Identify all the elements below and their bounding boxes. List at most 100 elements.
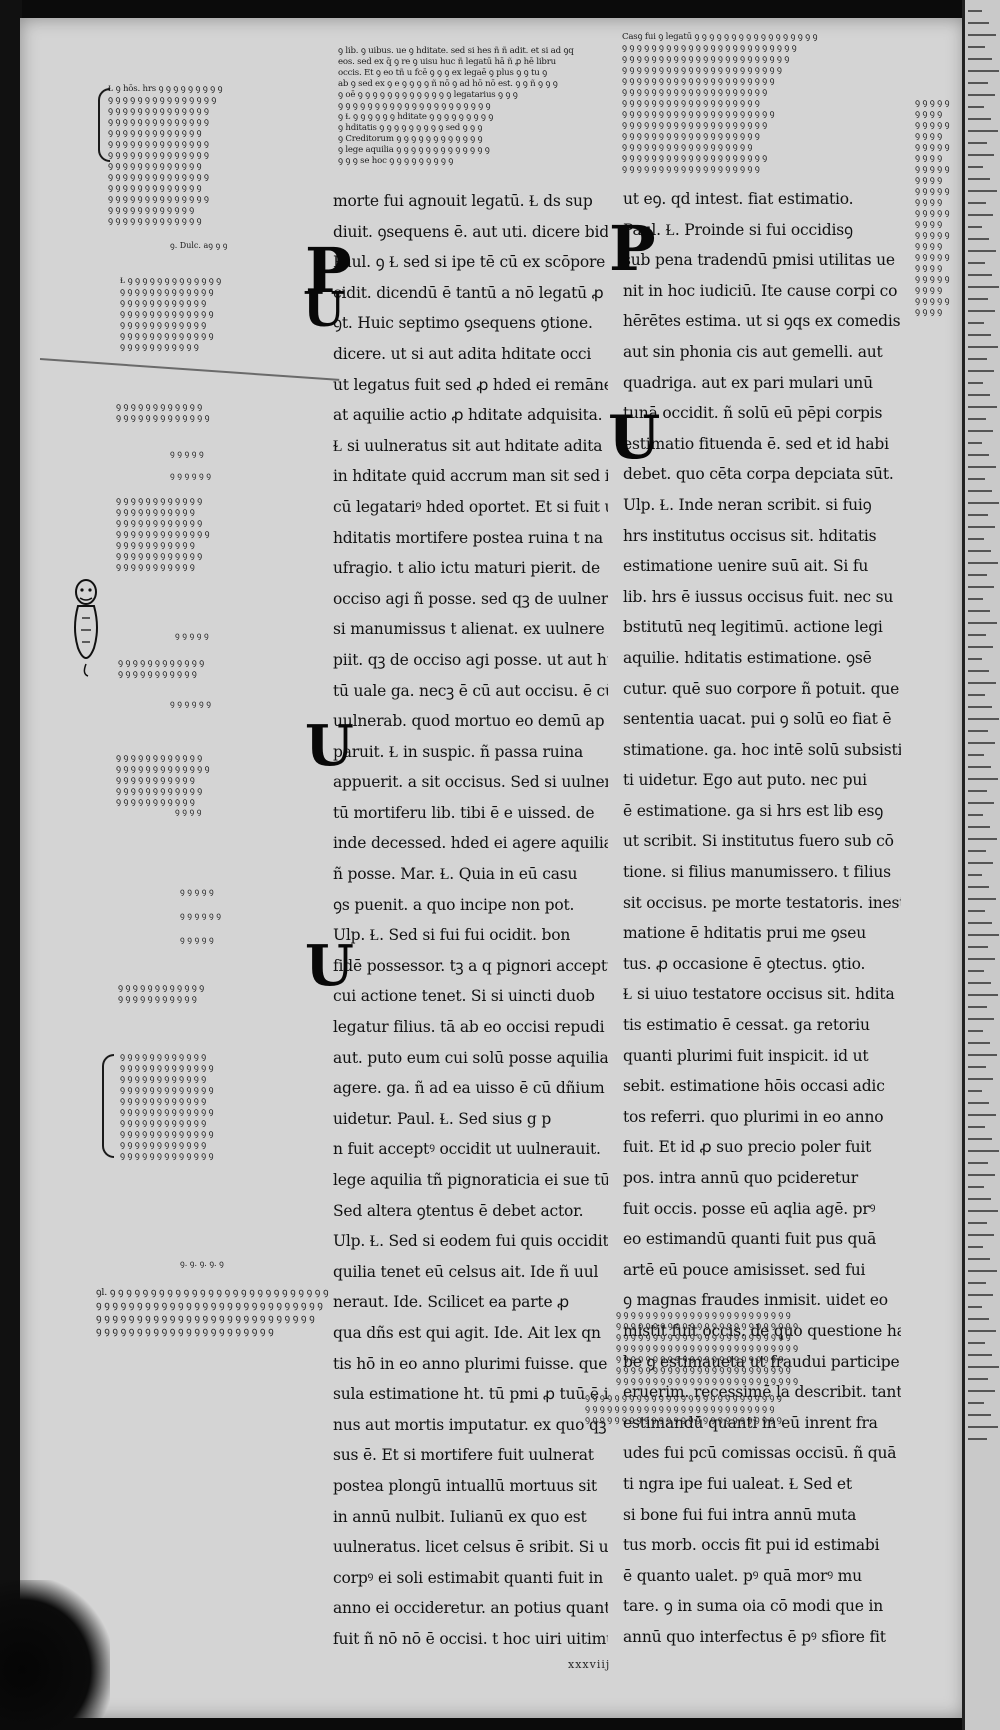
text-line: ꝯ ꝯ ꝯ ꝯ ꝯ ꝯ ꝯ ꝯ ꝯ ꝯ ꝯ ꝯ <box>120 1118 206 1128</box>
gloss-bracket <box>98 88 110 162</box>
text-line: ꝯ ꝯ ꝯ ꝯ ꝯ ꝯ ꝯ ꝯ ꝯ ꝯ ꝯ ꝯ ꝯ <box>120 1063 214 1073</box>
text-line: agere. ga. ñ ad ea uisso ē cū dñium <box>333 1079 605 1098</box>
facing-page-line <box>968 1318 989 1320</box>
decorated-initial: U <box>608 403 661 473</box>
facing-page-line <box>968 586 994 588</box>
facing-page-line <box>968 742 995 744</box>
gloss-top-right: Casꝯ fui ꝯ legatū ꝯ ꝯ ꝯ ꝯ ꝯ ꝯ ꝯ ꝯ ꝯ ꝯ ꝯ … <box>622 32 965 175</box>
facing-page-line <box>968 574 987 576</box>
text-line: ꝯ ꝯ ꝯ ꝯ ꝯ ꝯ ꝯ ꝯ ꝯ ꝯ ꝯ ꝯ <box>108 205 194 215</box>
text-line: hērētes estima. ut si ꝯqs ex comedis <box>623 312 901 331</box>
text-line: ꝯ ꝯ ꝯ ꝯ ꝯ ꝯ ꝯ ꝯ ꝯ ꝯ ꝯ ꝯ ꝯ <box>120 1151 214 1161</box>
facing-page-line <box>968 166 983 168</box>
text-line: ꝯ ꝯ ꝯ ꝯ <box>915 131 942 141</box>
text-line: ꝯ ꝯ ꝯ ꝯ ꝯ <box>915 252 950 262</box>
text-line: ꝯ ꝯ ꝯ ꝯ ꝯ ꝯ ꝯ ꝯ ꝯ ꝯ ꝯ ꝯ ꝯ <box>108 161 202 171</box>
text-line: ꝯ ꝯ ꝯ ꝯ <box>915 241 942 251</box>
facing-page-line <box>968 1222 987 1224</box>
text-line: quilia tenet eū celsus ait. Ide ñ uul <box>333 1262 599 1281</box>
text-line: diuit. ꝯsequens ē. aut uti. dicere bidi <box>333 222 608 241</box>
text-line: cui actione tenet. Si si uincti duob <box>333 987 595 1006</box>
text-line: Ulp. Ɫ. Inde neran scribit. si fuiꝯ <box>623 495 872 514</box>
text-line: tū uale ga. necꝫ ē cū aut occisu. ē cū <box>333 681 608 700</box>
facing-page-line <box>968 1150 999 1152</box>
text-line: sub pena tradendū pmisi utilitas ue <box>623 251 895 270</box>
facing-page-line <box>968 238 989 240</box>
text-line: tū mortiferu lib. tibi ē e uissed. de <box>333 803 595 822</box>
text-line: ꝯ ꝯ ꝯ ꝯ ꝯ ꝯ ꝯ ꝯ ꝯ ꝯ ꝯ ꝯ ꝯ ꝯ ꝯ ꝯ ꝯ ꝯ ꝯ ꝯ … <box>616 1343 798 1353</box>
text-line: ꝯ ꝯ ꝯ ꝯ ꝯ ꝯ ꝯ ꝯ ꝯ ꝯ ꝯ ꝯ <box>120 298 206 308</box>
facing-page-line <box>968 706 992 708</box>
text-line: ꝯ ꝯ ꝯ ꝯ ꝯ ꝯ ꝯ ꝯ ꝯ ꝯ ꝯ ꝯ <box>116 753 202 763</box>
facing-page-line <box>968 658 982 660</box>
text-line: ꝯ ꝯ ꝯ ꝯ ꝯ <box>915 186 950 196</box>
margin-reference: ꝯ ꝯ ꝯ ꝯ ꝯ ꝯ <box>180 911 221 920</box>
text-line: bstitutū neq legitimū. actione legi <box>623 618 883 637</box>
text-line: Paul. ꝯ Ɫ sed si ipe tē cū ex scōpore <box>333 253 606 272</box>
facing-page-line <box>968 334 991 336</box>
facing-page-line <box>968 670 989 672</box>
main-text-column-b: ut eꝯ. qd intest. fiat estimatio.Paul. Ɫ… <box>623 184 901 1653</box>
text-line: ꝯ ꝯ ꝯ ꝯ ꝯ ꝯ ꝯ ꝯ ꝯ ꝯ ꝯ ꝯ ꝯ <box>120 1107 214 1117</box>
facing-page-line <box>968 718 999 720</box>
text-line: ꝯ hditatis ꝯ ꝯ ꝯ ꝯ ꝯ ꝯ ꝯ ꝯ ꝯ sed ꝯ ꝯ ꝯ <box>338 123 483 133</box>
text-line: Casꝯ fui ꝯ legatū ꝯ ꝯ ꝯ ꝯ ꝯ ꝯ ꝯ ꝯ ꝯ ꝯ ꝯ … <box>622 32 818 42</box>
text-line: at aquilie actio ꝓ hditate adquisita. <box>333 406 603 425</box>
text-line: ꝯ ꝯ ꝯ ꝯ ꝯ ꝯ ꝯ ꝯ ꝯ ꝯ ꝯ ꝯ ꝯ ꝯ <box>108 106 209 116</box>
text-line: annū quo interfectus ē pꝰ sfiore fit <box>623 1627 886 1646</box>
text-line: Ɫ ꝯ ꝯ ꝯ ꝯ ꝯ ꝯ ꝯ ꝯ ꝯ ꝯ ꝯ ꝯ ꝯ <box>120 276 221 286</box>
facing-page-line <box>968 1282 986 1284</box>
text-line: ꝯ ꝯ ꝯ ꝯ ꝯ ꝯ ꝯ ꝯ ꝯ ꝯ ꝯ ꝯ <box>120 320 206 330</box>
text-line: ꝯ ꝯ ꝯ ꝯ ꝯ <box>915 120 950 130</box>
text-line: qua dñs est qui agit. Ide. Ait lex qn <box>333 1323 601 1342</box>
text-line: ꝯ ꝯ ꝯ ꝯ ꝯ ꝯ ꝯ ꝯ ꝯ ꝯ ꝯ ꝯ <box>116 496 202 506</box>
text-line: eos. sed ex q̄ ꝯ re ꝯ uisu huc ñ legatū … <box>338 57 556 67</box>
text-line: ꝯ ꝯ ꝯ ꝯ ꝯ ꝯ ꝯ ꝯ ꝯ ꝯ ꝯ ꝯ ꝯ ꝯ ꝯ ꝯ ꝯ ꝯ ꝯ ꝯ … <box>96 1313 315 1324</box>
gloss-bottom-left: ꝯl. ꝯ ꝯ ꝯ ꝯ ꝯ ꝯ ꝯ ꝯ ꝯ ꝯ ꝯ ꝯ ꝯ ꝯ ꝯ ꝯ ꝯ ꝯ … <box>96 1286 566 1338</box>
text-line: ꝯ ꝯ ꝯ ꝯ ꝯ ꝯ ꝯ ꝯ ꝯ ꝯ ꝯ ꝯ ꝯ ꝯ ꝯ ꝯ ꝯ ꝯ ꝯ ꝯ <box>622 153 767 163</box>
text-line: fuit occis. posse eū aqlia agē. prꝰ <box>623 1199 876 1218</box>
text-line: ti ngra ipe fui ualeat. Ɫ Sed et <box>623 1474 852 1493</box>
facing-page-line <box>968 202 986 204</box>
text-line: ꝯ ꝯ ꝯ ꝯ ꝯ ꝯ ꝯ ꝯ ꝯ ꝯ ꝯ ꝯ ꝯ <box>116 764 210 774</box>
facing-page-line <box>968 814 983 816</box>
text-line: cutur. quē suo corpore ñ potuit. que <box>623 679 900 698</box>
text-line: ꝯ ꝯ ꝯ ꝯ ꝯ ꝯ ꝯ ꝯ ꝯ ꝯ ꝯ <box>120 342 199 352</box>
facing-page-line <box>968 1306 982 1308</box>
text-line: ꝯ ꝯ ꝯ ꝯ ꝯ ꝯ ꝯ ꝯ ꝯ ꝯ ꝯ ꝯ ꝯ ꝯ ꝯ ꝯ ꝯ ꝯ ꝯ <box>622 131 760 141</box>
text-line: ꝯ Creditorum ꝯ ꝯ ꝯ ꝯ ꝯ ꝯ ꝯ ꝯ ꝯ ꝯ ꝯ ꝯ <box>338 134 483 144</box>
text-line: ꝯ ꝯ ꝯ ꝯ ꝯ ꝯ ꝯ ꝯ ꝯ ꝯ ꝯ ꝯ ꝯ ꝯ ꝯ ꝯ ꝯ ꝯ ꝯ ꝯ … <box>616 1365 791 1375</box>
margin-reference: ꝯ ꝯ ꝯ ꝯ ꝯ ꝯ <box>170 471 211 480</box>
text-line: ꝯ ꝯ ꝯ ꝯ ꝯ ꝯ ꝯ ꝯ ꝯ ꝯ ꝯ ꝯ ꝯ ꝯ ꝯ ꝯ ꝯ ꝯ ꝯ ꝯ <box>622 87 767 97</box>
text-line: ꝯ lege aquilia ꝯ ꝯ ꝯ ꝯ ꝯ ꝯ ꝯ ꝯ ꝯ ꝯ ꝯ ꝯ ꝯ <box>338 145 490 155</box>
text-line: artē eū pouce amisisset. sed fui <box>623 1260 866 1279</box>
text-line: ꝯ ꝯ ꝯ ꝯ <box>915 153 942 163</box>
text-line: paruit. Ɫ in suspic. ñ passa ruina <box>333 742 584 761</box>
facing-page-line <box>968 1378 988 1380</box>
facing-page-line <box>968 550 991 552</box>
text-line: Sed altera ꝯtentus ē debet actor. <box>333 1201 584 1220</box>
facing-page-line <box>968 34 996 36</box>
margin-reference: ꝯ ꝯ ꝯ ꝯ <box>175 807 202 816</box>
text-line: ꝯ ꝯ ꝯ ꝯ ꝯ ꝯ ꝯ ꝯ ꝯ ꝯ ꝯ ꝯ ꝯ ꝯ ꝯ ꝯ ꝯ ꝯ ꝯ ꝯ … <box>622 43 797 53</box>
text-line: ꝯ ꝯ ꝯ ꝯ <box>915 175 942 185</box>
text-line: eo estimandū quanti fuit pus quā <box>623 1230 877 1249</box>
facing-page-line <box>968 1270 997 1272</box>
facing-page-line <box>968 730 988 732</box>
facing-page-line <box>968 1006 987 1008</box>
facing-page-line <box>968 634 986 636</box>
facing-page-line <box>968 1258 990 1260</box>
facing-page-line <box>968 838 997 840</box>
text-line: hrs institutus occisus sit. hditatis <box>623 526 877 545</box>
facing-page-line <box>968 598 983 600</box>
text-line: ꝯ ꝯ ꝯ ꝯ ꝯ ꝯ ꝯ ꝯ ꝯ ꝯ ꝯ ꝯ ꝯ ꝯ <box>108 150 209 160</box>
facing-page-line <box>968 502 999 504</box>
text-line: tis hō in eo anno plurimi fuisse. quec l… <box>333 1354 608 1373</box>
margin-reference: ꝯ ꝯ ꝯ ꝯ ꝯ <box>180 887 214 896</box>
text-line: ꝯ ꝯ ꝯ ꝯ ꝯ ꝯ ꝯ ꝯ ꝯ ꝯ ꝯ ꝯ ꝯ <box>120 287 214 297</box>
facing-page-line <box>968 214 993 216</box>
facing-page-line <box>968 190 997 192</box>
text-line: n fuit acceptꝰ occidit ut uulnerauit. <box>333 1140 601 1159</box>
